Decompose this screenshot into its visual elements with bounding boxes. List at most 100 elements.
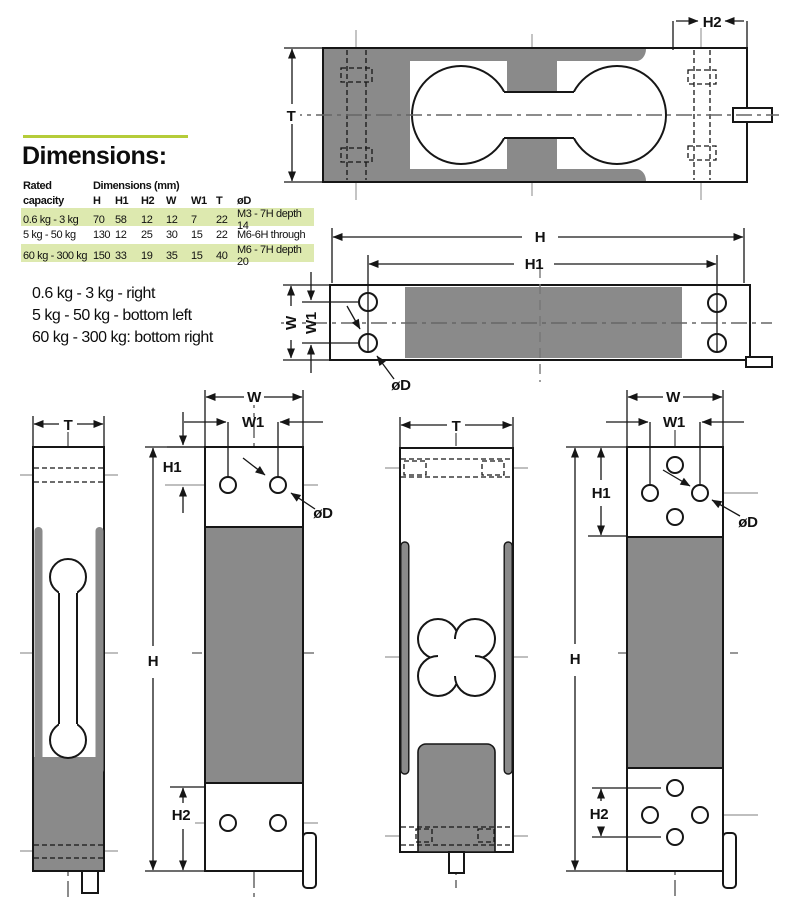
table-header-row-1: Rated Dimensions (mm) — [21, 179, 314, 193]
dim-label-h: H — [570, 651, 581, 668]
col-header-h: H — [93, 194, 101, 207]
note-line: 0.6 kg - 3 kg - right — [32, 285, 155, 302]
table-header-row-2: capacity H H1 H2 W W1 T øD — [21, 193, 314, 208]
top-strip — [410, 49, 647, 62]
dim-H: H — [331, 228, 745, 283]
note-line: 5 kg - 50 kg - bottom left — [32, 307, 192, 324]
front-view-4-drawing: W W1 H H1 H2 — [566, 389, 758, 898]
dim-T: T — [399, 417, 514, 447]
dim-W: W — [204, 389, 304, 446]
mounting-hole — [666, 779, 684, 797]
col-header-w: W — [166, 194, 176, 207]
value-cell: 70 — [93, 214, 105, 226]
center-gray-block — [628, 537, 722, 768]
dim-label-h2: H2 — [172, 807, 191, 824]
value-cell: 7 — [191, 214, 197, 226]
col-header-h1: H1 — [115, 194, 129, 207]
value-cell: 30 — [166, 229, 178, 241]
dim-label-w: W — [666, 389, 681, 406]
value-cell: 12 — [115, 229, 127, 241]
col-header-w1: W1 — [191, 194, 207, 207]
dim-H1: H1 — [163, 412, 205, 513]
dim-label-h1: H1 — [525, 256, 544, 273]
top-view-drawing: T H2 — [283, 14, 779, 200]
mounting-hole — [269, 814, 287, 832]
front-view-3-drawing: T — [385, 417, 528, 888]
center-gray-block — [206, 527, 302, 783]
value-cell: 25 — [141, 229, 153, 241]
load-button-tab — [448, 851, 465, 874]
dim-label-h2: H2 — [703, 14, 722, 31]
dim-label-od: øD — [738, 514, 758, 531]
value-cell: 33 — [115, 250, 127, 262]
dim-label-h1: H1 — [163, 459, 182, 476]
table-row: 0.6 kg - 3 kg 70 58 12 12 7 22 M3 - 7H d… — [21, 208, 314, 232]
mounting-hole — [691, 806, 709, 824]
dim-H2: H2 — [170, 786, 205, 871]
dim-label-t: T — [287, 108, 296, 125]
side-view-drawing: H H1 W W1 øD — [281, 228, 773, 394]
mounting-hole — [666, 828, 684, 846]
dim-oD: øD — [662, 469, 758, 531]
dim-label-w1: W1 — [242, 414, 264, 431]
value-cell: M6-6H through — [237, 229, 306, 241]
dim-T: T — [283, 47, 323, 183]
rated-label-line2: capacity — [23, 194, 64, 207]
dimensions-table: Rated Dimensions (mm) capacity H H1 H2 W… — [21, 179, 314, 268]
mounting-hole — [219, 814, 237, 832]
mounting-hole — [666, 508, 684, 526]
dim-oD: øD — [242, 457, 333, 522]
dim-label-w1: W1 — [303, 312, 320, 334]
value-cell: 22 — [216, 229, 228, 241]
mounting-hole — [269, 476, 287, 494]
dim-label-w: W — [247, 389, 262, 406]
rated-label-line1: Rated — [23, 180, 52, 192]
dim-W1: W1 — [184, 414, 323, 477]
value-cell: M3 - 7H depth 14 — [237, 208, 302, 232]
table-row: 60 kg - 300 kg 150 33 19 35 15 40 M6 - 7… — [21, 244, 314, 268]
dim-H: H — [566, 446, 627, 872]
front-view-1-drawing: T — [20, 416, 118, 902]
value-cell: 35 — [166, 250, 178, 262]
cable-tab — [745, 356, 773, 368]
mounting-hole — [666, 456, 684, 474]
side-strip — [34, 527, 43, 774]
dim-label-od: øD — [313, 505, 333, 522]
dim-W: W — [283, 284, 330, 361]
dim-H: H — [145, 446, 205, 872]
value-cell: 40 — [216, 250, 228, 262]
side-slot — [400, 541, 410, 775]
dim-label-h2: H2 — [590, 806, 609, 823]
dim-W1: W1 — [606, 414, 744, 484]
page-title: Dimensions: — [22, 142, 167, 170]
dim-H1: H1 — [588, 447, 627, 537]
dim-label-t: T — [64, 417, 73, 434]
load-button-tab — [81, 870, 99, 894]
value-cell: 150 — [93, 250, 111, 262]
dim-W1: W1 — [302, 272, 358, 373]
dim-T: T — [32, 416, 105, 446]
value-cell: 12 — [141, 214, 153, 226]
mounting-hole — [641, 484, 659, 502]
note-line: 60 kg - 300 kg: bottom right — [32, 329, 213, 346]
dim-H2: H2 — [672, 14, 748, 50]
value-cell: 19 — [141, 250, 153, 262]
front-view-2-drawing: W W1 H1 H H2 — [145, 389, 333, 902]
cable-tab — [722, 832, 737, 889]
value-cell: 15 — [191, 250, 203, 262]
value-cell: 15 — [191, 229, 203, 241]
dim-W: W — [626, 389, 724, 446]
col-header-od: øD — [237, 194, 251, 207]
dim-H2: H2 — [590, 787, 661, 838]
capacity-cell: 0.6 kg - 3 kg — [23, 214, 79, 226]
value-cell: 130 — [93, 229, 111, 241]
col-header-h2: H2 — [141, 194, 155, 207]
side-strip — [95, 527, 104, 774]
dim-label-t: T — [452, 418, 461, 435]
side-slot — [503, 541, 513, 775]
mounting-hole — [219, 476, 237, 494]
value-cell: 22 — [216, 214, 228, 226]
dim-label-h: H — [148, 653, 159, 670]
